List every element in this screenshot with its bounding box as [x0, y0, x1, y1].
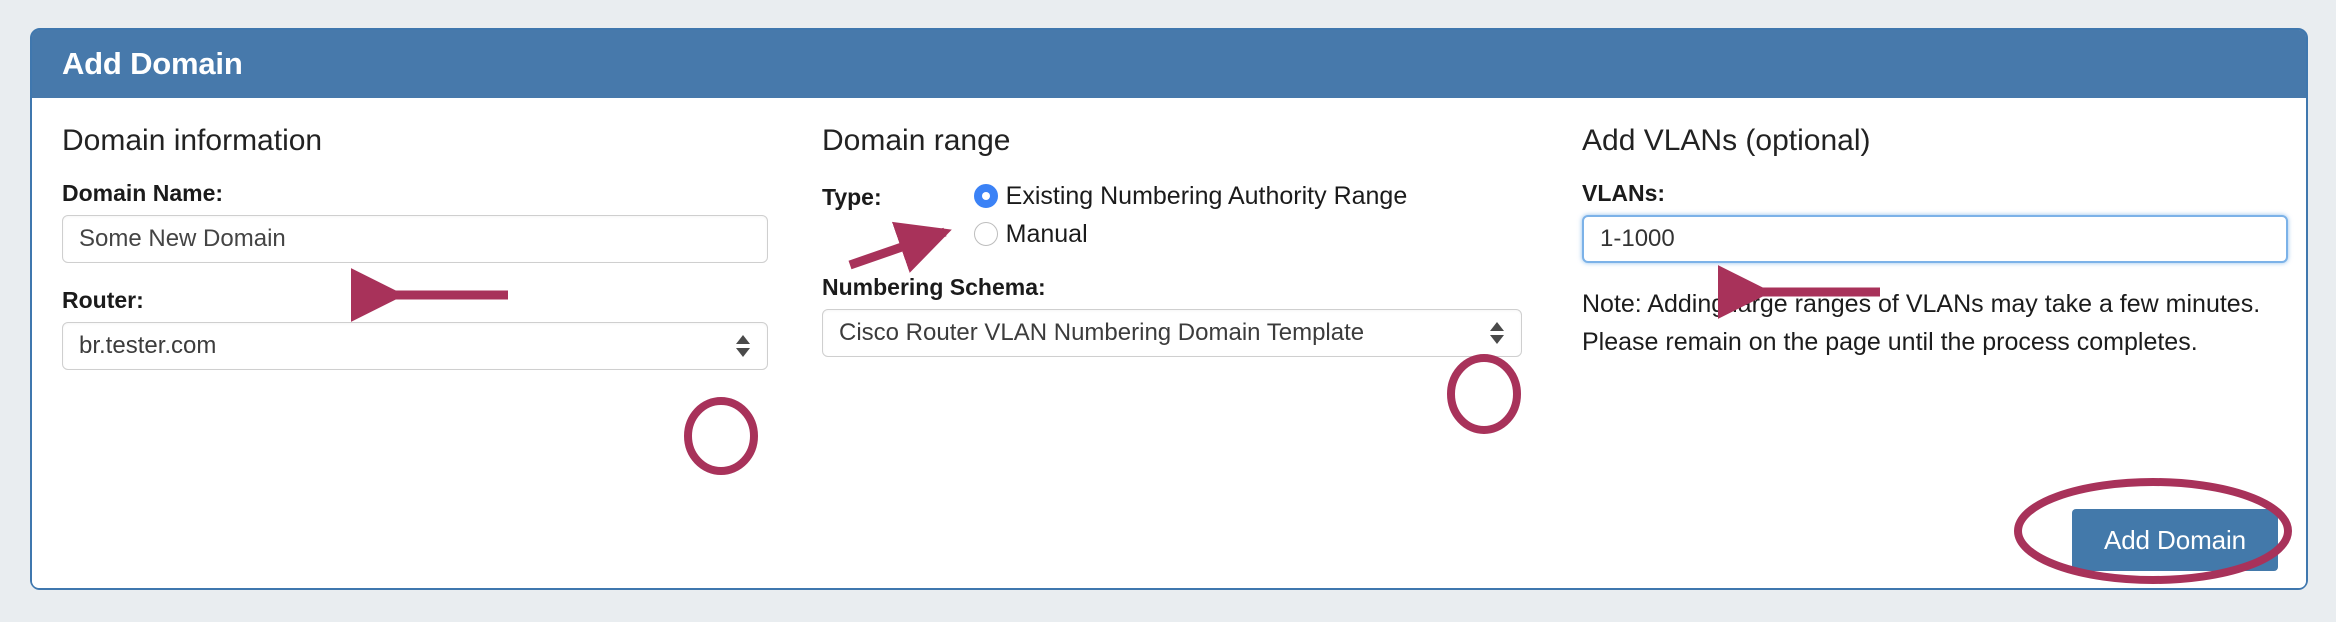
- numbering-schema-label: Numbering Schema:: [822, 274, 1046, 300]
- router-select[interactable]: br.tester.com: [62, 322, 768, 370]
- type-radio-group: Existing Numbering Authority Range Manua…: [973, 182, 1408, 248]
- updown-spinner-icon[interactable]: [1490, 318, 1504, 348]
- radio-unselected-icon[interactable]: [973, 222, 998, 246]
- card-header: Add Domain: [32, 30, 2306, 98]
- domain-name-input[interactable]: [62, 215, 768, 263]
- numbering-schema-select-value[interactable]: Cisco Router VLAN Numbering Domain Templ…: [822, 309, 1522, 357]
- add-domain-card: Add Domain Domain information Domain Nam…: [30, 28, 2308, 590]
- router-select-value[interactable]: br.tester.com: [62, 322, 768, 370]
- domain-information-column: Domain information Domain Name: Router: …: [62, 126, 768, 370]
- domain-name-label: Domain Name:: [62, 180, 224, 206]
- numbering-schema-select[interactable]: Cisco Router VLAN Numbering Domain Templ…: [822, 309, 1522, 357]
- card-body: Domain information Domain Name: Router: …: [32, 98, 2306, 588]
- radio-existing-range-label: Existing Numbering Authority Range: [1005, 182, 1408, 210]
- add-vlans-column: Add VLANs (optional) VLANs: Note: Adding…: [1582, 126, 2288, 361]
- radio-manual-label: Manual: [1005, 220, 1088, 248]
- domain-range-column: Domain range Type: Existing Numbering Au…: [822, 126, 1522, 357]
- vlans-input[interactable]: [1582, 215, 2288, 263]
- vlans-note-text: Note: Adding large ranges of VLANs may t…: [1582, 290, 2261, 356]
- radio-existing-numbering-authority-range[interactable]: Existing Numbering Authority Range: [973, 182, 1408, 210]
- add-vlans-heading: Add VLANs (optional): [1582, 124, 1871, 157]
- router-label: Router:: [62, 287, 144, 313]
- domain-range-heading: Domain range: [822, 124, 1011, 157]
- add-domain-button[interactable]: Add Domain: [2072, 509, 2278, 571]
- updown-spinner-icon[interactable]: [736, 331, 750, 361]
- type-label: Type:: [822, 184, 882, 210]
- page-title: Add Domain: [62, 46, 243, 81]
- type-row: Type: Existing Numbering Authority Range…: [822, 182, 1522, 248]
- radio-selected-icon[interactable]: [973, 184, 998, 208]
- vlans-label: VLANs:: [1582, 180, 1666, 206]
- domain-information-heading: Domain information: [62, 124, 323, 157]
- radio-manual[interactable]: Manual: [973, 220, 1408, 248]
